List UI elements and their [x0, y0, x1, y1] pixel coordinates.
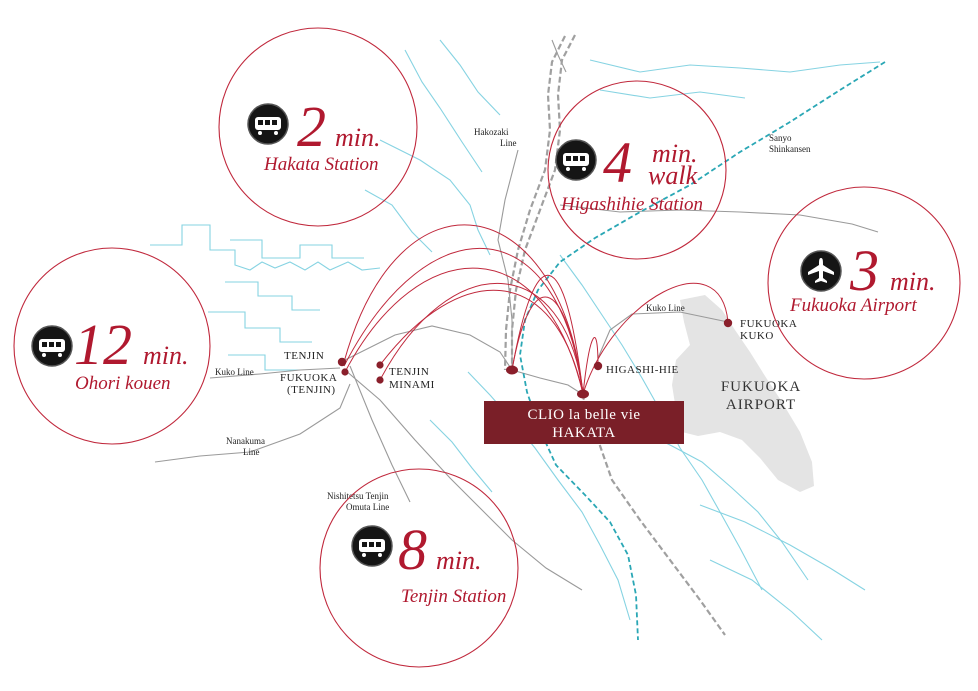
label-nanakuma-1: Nanakuma — [226, 436, 265, 446]
label-higashi-hie: HIGASHI-HIE — [606, 364, 679, 376]
destination-unit: min. — [652, 139, 698, 168]
destination-minutes: 8 — [398, 517, 427, 582]
destination-place: Ohori kouen — [75, 373, 171, 394]
destination-minutes: 3 — [849, 238, 879, 303]
roads — [154, 39, 879, 591]
destination-circle — [547, 80, 727, 260]
destination-circle — [13, 247, 211, 445]
label-hakozaki-2: Line — [500, 138, 517, 148]
train-icon — [351, 525, 393, 567]
label-kuko-line-east: Kuko Line — [646, 303, 685, 313]
station-dot-property — [577, 389, 589, 399]
property-name: CLIO la belle vie — [527, 407, 640, 423]
label-fukuoka-tenjin-1: FUKUOKA — [280, 372, 337, 384]
label-kuko-line-west: Kuko Line — [215, 367, 254, 377]
property-area: HAKATA — [552, 425, 615, 441]
label-nanakuma-2: Line — [243, 447, 260, 457]
label-fukuoka-kuko-1: FUKUOKA — [740, 318, 797, 330]
plane-icon — [800, 250, 842, 292]
destination-minutes: 2 — [297, 94, 326, 159]
label-nishitetsu-1: Nishitetsu Tenjin — [327, 491, 389, 501]
label-hakozaki-1: Hakozaki — [474, 127, 509, 137]
destination-circle — [767, 186, 961, 380]
label-tenjin-minami-2: MINAMI — [389, 379, 435, 391]
destination-higashihie-station[interactable]: 4 min. walk Higashihie Station — [547, 80, 727, 260]
label-sanyo-1: Sanyo — [769, 133, 792, 143]
station-dot-hakata — [506, 365, 518, 375]
label-fukuoka-tenjin-2: (TENJIN) — [287, 384, 336, 396]
destination-hakata-station[interactable]: 2 min. Hakata Station — [218, 27, 418, 227]
property-plate[interactable] — [484, 401, 684, 444]
label-tenjin-minami-1: TENJIN — [389, 366, 429, 378]
destination-place: Tenjin Station — [401, 586, 506, 607]
label-sanyo-2: Shinkansen — [769, 144, 811, 154]
airport-area — [672, 295, 814, 492]
destination-minutes: 12 — [74, 312, 132, 377]
station-dot-tenjin-minami — [376, 361, 384, 369]
train-icon — [555, 139, 597, 181]
station-labels: TENJIN FUKUOKA (TENJIN) TENJIN MINAMI HI… — [280, 318, 801, 413]
destination-circle — [319, 468, 519, 668]
destination-unit: min. — [143, 341, 189, 370]
destination-unit-walk: walk — [648, 161, 698, 190]
station-dot-higashi-hie — [593, 361, 603, 371]
line-labels: Hakozaki Line Sanyo Shinkansen Kuko Line… — [215, 127, 811, 512]
destination-place: Hakata Station — [263, 154, 379, 175]
station-dot-tenjin-minami-2 — [376, 376, 384, 384]
destination-circle — [218, 27, 418, 227]
route-arcs — [343, 224, 729, 395]
station-dot-fukuoka-kuko — [723, 318, 733, 328]
destination-fukuoka-airport[interactable]: 3 min. Fukuoka Airport — [767, 186, 961, 380]
label-airport-2: AIRPORT — [726, 397, 796, 413]
destination-tenjin-station[interactable]: 8 min. Tenjin Station — [319, 468, 519, 668]
label-tenjin: TENJIN — [284, 350, 324, 362]
destination-minutes: 4 — [603, 130, 632, 195]
station-dot-fukuoka-tenjin — [341, 368, 349, 376]
destination-unit: min. — [335, 123, 381, 152]
station-dot-tenjin — [337, 357, 347, 367]
label-nishitetsu-2: Omuta Line — [346, 502, 389, 512]
train-icon — [247, 103, 289, 145]
destination-ohori-kouen[interactable]: 12 min. Ohori kouen — [13, 247, 211, 445]
label-fukuoka-kuko-2: KUKO — [740, 330, 774, 342]
train-icon — [31, 325, 73, 367]
destination-unit: min. — [890, 267, 936, 296]
label-airport-1: FUKUOKA — [721, 379, 801, 395]
destination-place: Fukuoka Airport — [789, 295, 918, 316]
destination-unit: min. — [436, 546, 482, 575]
station-dots — [337, 318, 733, 399]
destination-place: Higashihie Station — [560, 194, 703, 215]
